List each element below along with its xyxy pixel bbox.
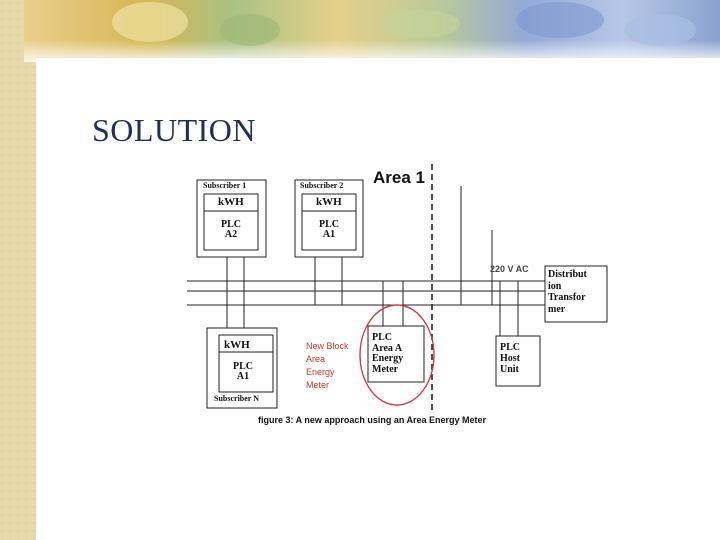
subscriber1-box <box>196 179 267 258</box>
transformer-box <box>544 265 608 323</box>
figure-caption: figure 3: A new approach using an Area E… <box>258 415 487 425</box>
subscriberN-plc: PLC A1 <box>233 361 253 382</box>
new-block-note: New Block Area Energy Meter <box>306 341 349 391</box>
subscriber1-plc: PLC A2 <box>221 219 241 240</box>
subscriber2-meter-label: kWH <box>316 196 342 208</box>
slide-title: SOLUTION <box>92 112 256 148</box>
subscriber2-meter-box <box>301 193 357 251</box>
host-unit-label: PLC Host Unit <box>500 342 520 375</box>
subscriber1-meter-label: kWH <box>218 196 244 208</box>
subscriber1-header: Subscriber 1 <box>203 181 247 190</box>
subscriber2-plc: PLC A1 <box>319 219 339 240</box>
subscriber2-header: Subscriber 2 <box>300 181 344 190</box>
parchment-strip <box>0 0 36 540</box>
subscriberN-meter-box <box>218 334 274 393</box>
transformer-label: Distribut ion Transfor mer <box>548 269 587 315</box>
subscriberN-footer: Subscriber N <box>214 394 259 403</box>
area-label: Area 1 <box>373 168 425 187</box>
voltage-label: 220 V AC <box>490 264 529 274</box>
subscriberN-meter-label: kWH <box>224 339 250 351</box>
host-unit-box <box>495 335 541 387</box>
subscriberN-box <box>206 327 278 409</box>
area-meter-label: PLC Area A Energy Meter <box>372 332 404 375</box>
area-meter-box <box>367 325 425 383</box>
highlight-circle <box>359 304 435 406</box>
subscriber2-box <box>294 179 364 258</box>
subscriber1-meter-box <box>203 193 259 251</box>
